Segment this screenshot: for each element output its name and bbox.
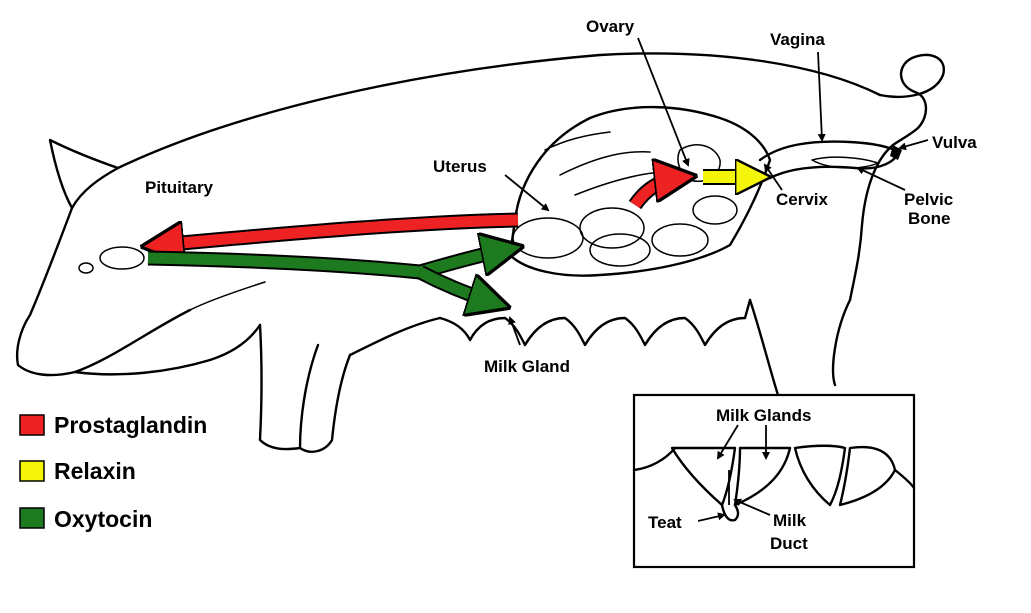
pig-head — [16, 206, 192, 377]
legend-swatch-prostaglandin — [19, 414, 45, 436]
pig-ear — [48, 138, 120, 210]
label-vagina: Vagina — [770, 30, 825, 49]
legend-item-prostaglandin: Prostaglandin — [19, 412, 207, 438]
label-pelvic-bone-1: Pelvic — [904, 190, 953, 209]
ovary-pointer — [637, 37, 690, 167]
pig-tail — [878, 53, 946, 147]
pig-jaw — [73, 323, 262, 376]
legend-label-oxytocin: Oxytocin — [54, 506, 152, 532]
pituitary-gland — [99, 246, 145, 270]
pig-teats — [438, 298, 752, 347]
vaginal-tract — [758, 140, 897, 162]
milk-gland-pointer — [508, 316, 521, 346]
reproductive-tract — [508, 105, 902, 277]
cervix-pointer — [763, 163, 783, 191]
inset-teat-pointer — [697, 512, 726, 522]
inset-label-milk-duct-2: Duct — [770, 534, 808, 553]
label-pelvic-bone-2: Bone — [908, 209, 951, 228]
legend-label-prostaglandin: Prostaglandin — [54, 412, 207, 438]
label-pointers — [504, 37, 929, 346]
inset-label-milk-duct-1: Milk — [773, 511, 807, 530]
pig-eye — [78, 262, 94, 274]
vaginal-tract-lower — [768, 156, 897, 180]
legend-swatch-oxytocin — [19, 507, 45, 529]
inset-milk-glands-pointer-1 — [716, 424, 739, 460]
inset-milk-duct-pointer — [733, 498, 771, 516]
pig-shoulder — [189, 281, 266, 311]
inset-gland-3 — [793, 444, 847, 507]
pig-rear-leg — [748, 298, 852, 397]
mammary-inset: Milk Glands Teat Milk Duct — [632, 393, 916, 569]
pelvic-bone-shape — [811, 156, 879, 169]
uterine-horns — [512, 131, 738, 267]
inset-frame — [632, 393, 916, 569]
vagina-pointer — [817, 51, 826, 142]
hormone-arrows — [148, 177, 752, 302]
pig-belly — [348, 316, 442, 357]
legend-item-relaxin: Relaxin — [19, 458, 136, 484]
inset-belly-line — [632, 446, 916, 490]
label-pituitary: Pituitary — [145, 178, 214, 197]
label-vulva: Vulva — [932, 133, 977, 152]
label-ovary: Ovary — [586, 17, 635, 36]
legend: Prostaglandin Relaxin Oxytocin — [19, 412, 207, 532]
legend-swatch-relaxin — [19, 460, 45, 482]
pig-back — [116, 52, 882, 170]
vulva-pointer — [898, 139, 929, 151]
label-uterus: Uterus — [433, 157, 487, 176]
label-milk-gland: Milk Gland — [484, 357, 570, 376]
inset-gland-4 — [838, 445, 897, 507]
inset-label-milk-glands: Milk Glands — [716, 406, 811, 425]
label-cervix: Cervix — [776, 190, 829, 209]
legend-label-relaxin: Relaxin — [54, 458, 136, 484]
inset-label-teat: Teat — [648, 513, 682, 532]
uterus-pointer — [504, 174, 550, 212]
pig-front-leg — [258, 323, 352, 453]
pig-rump — [848, 143, 895, 302]
legend-item-oxytocin: Oxytocin — [19, 506, 152, 532]
pelvic-bone-pointer — [856, 166, 906, 191]
pig-outline — [16, 52, 946, 453]
